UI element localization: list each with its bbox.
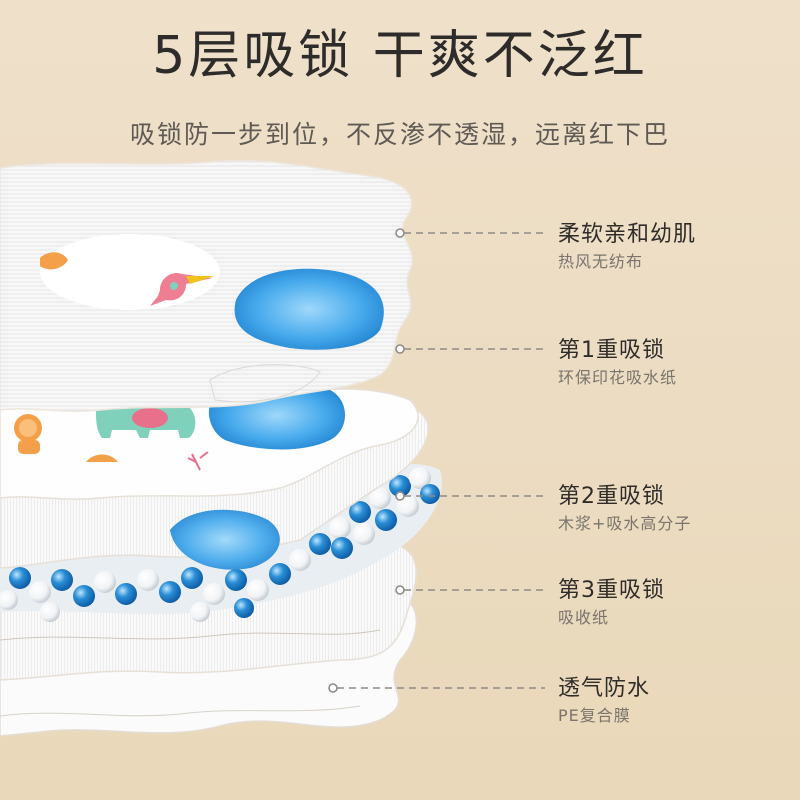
layer-subtitle: 木浆+吸水高分子 [558,514,692,533]
layer-label-lock-1: 第1重吸锁 环保印花吸水纸 [558,340,677,386]
layer-subtitle: 热风无纺布 [558,252,644,271]
layer-label-lock-3: 第3重吸锁 吸收纸 [558,580,665,626]
layer-label-top-nonwoven: 柔软亲和幼肌 热风无纺布 [558,224,696,270]
layer-title: 第1重吸锁 [558,338,665,363]
layer-title: 第3重吸锁 [558,578,665,603]
layer-label-lock-2: 第2重吸锁 木浆+吸水高分子 [558,486,691,532]
layer-subtitle: 吸收纸 [558,608,610,627]
bird-icon [150,272,214,306]
page-headline: 5层吸锁 干爽不泛红 [152,26,648,86]
leader-lines [328,228,545,693]
layer-nonwoven-top [0,159,413,412]
layer-print-sheet [0,381,419,500]
lion-icon [14,414,42,454]
layer-label-waterproof: 透气防水 PE复合膜 [558,678,650,724]
layer-subtitle: 环保印花吸水纸 [558,368,678,387]
layer-subtitle: PE复合膜 [558,706,631,725]
layer-title: 透气防水 [558,676,651,701]
page-subheadline: 吸锁防一步到位，不反渗不透湿，远离红下巴 [129,120,670,149]
layer-title: 柔软亲和幼肌 [558,222,697,247]
elephant-icon [96,400,196,438]
layer-title: 第2重吸锁 [558,484,665,509]
wet-spot-icon [234,268,384,350]
